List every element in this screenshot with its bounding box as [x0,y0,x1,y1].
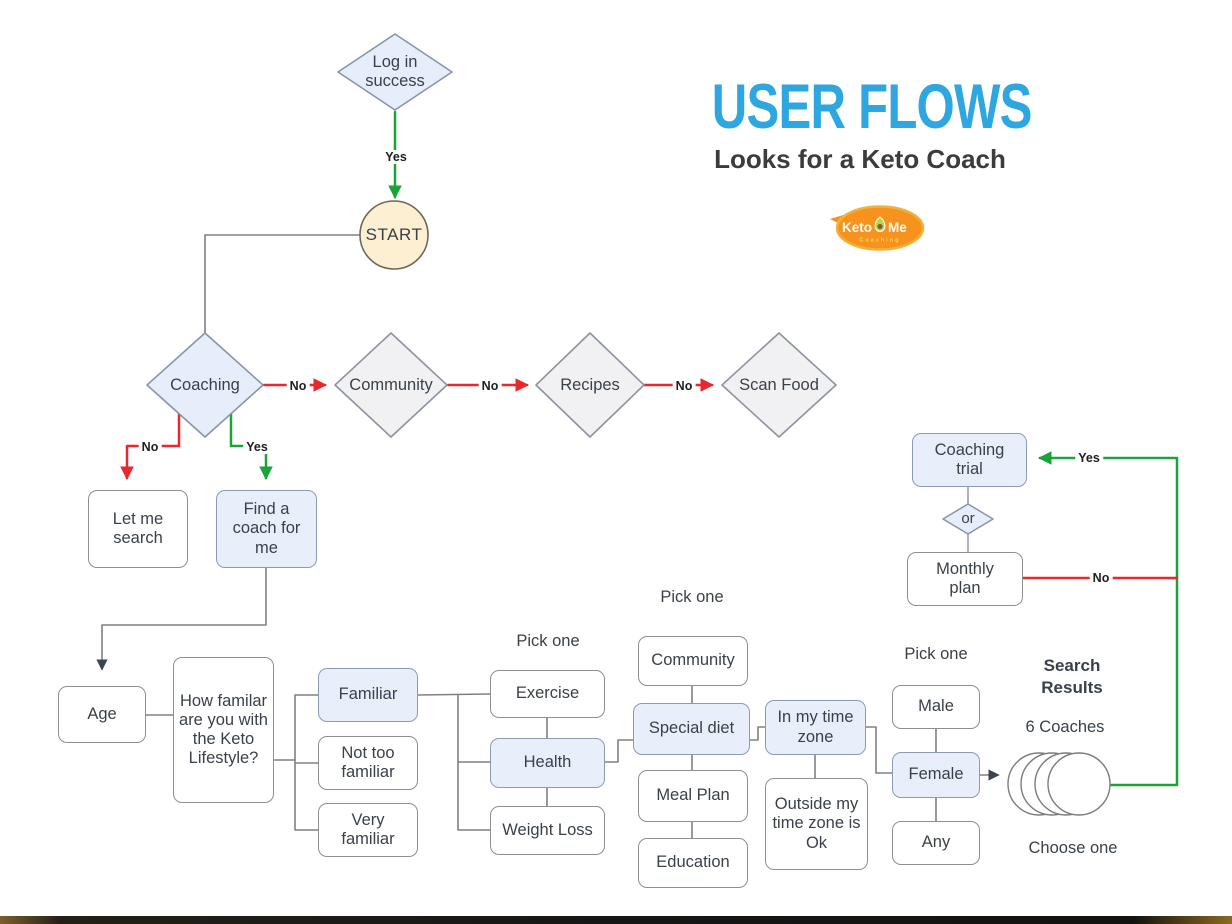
edge-label-no-3: No [672,379,696,393]
start-circle-shape [359,200,429,270]
node-familiar: Familiar [318,668,418,722]
node-very-familiar: Very familiar [318,803,418,857]
node-community-focus: Community [638,636,748,686]
node-in-time-zone: In my time zone [765,700,866,755]
ketome-logo: Keto Me Coaching [826,203,926,255]
choose-one-label: Choose one [1028,838,1118,857]
node-age: Age [58,686,146,743]
header: USER FLOWS Looks for a Keto Coach [670,74,1050,175]
coach-results-circles [1007,752,1111,816]
node-coaching-trial: Coaching trial [912,433,1027,487]
node-monthly-plan: Monthly plan [907,552,1023,606]
node-how-familiar: How familar are you with the Keto Lifest… [173,657,274,803]
bottom-edge-bar [0,916,1232,924]
login-diamond-shape [337,33,453,111]
ketome-logo-graphic: Keto Me Coaching [830,205,925,251]
coaching-diamond-shape [146,332,264,438]
pick-one-label-3: Pick one [904,644,968,663]
node-female: Female [892,752,980,798]
page-subtitle: Looks for a Keto Coach [714,144,1006,174]
node-weight-loss: Weight Loss [490,806,605,855]
edge-label-search-no: No [138,440,162,454]
node-health: Health [490,738,605,788]
pick-one-label-1: Pick one [516,631,580,650]
node-male: Male [892,685,980,729]
logo-word-right: Me [888,220,907,235]
logo-tagline: Coaching [859,238,900,244]
scan-food-diamond-shape [721,332,837,438]
community-diamond-shape [334,332,448,438]
node-outside-zone: Outside my time zone is Ok [765,778,868,870]
pick-one-label-2: Pick one [660,587,724,606]
node-meal-plan: Meal Plan [638,770,748,822]
edge-label-login-yes: Yes [382,150,410,164]
or-diamond-shape [942,503,994,535]
node-not-too-familiar: Not too familiar [318,736,418,790]
six-coaches-label: 6 Coaches [1025,717,1105,736]
edge-label-findcoach-yes: Yes [243,440,271,454]
node-education: Education [638,838,748,888]
page-title: USER FLOWS [711,72,1033,142]
edge-label-monthly-no: No [1089,571,1113,585]
gray-connectors [96,234,1000,839]
node-find-coach: Find a coach for me [216,490,317,568]
node-any: Any [892,821,980,865]
node-exercise: Exercise [490,670,605,718]
search-results-label: Search Results [1041,655,1103,697]
edge-label-no-1: No [286,379,310,393]
node-special-diet: Special diet [633,703,750,755]
edge-label-no-2: No [478,379,502,393]
logo-word-left: Keto [842,220,872,235]
recipes-diamond-shape [535,332,645,438]
edge-label-trial-yes: Yes [1075,451,1103,465]
avocado-icon [874,216,886,232]
node-let-me-search: Let me search [88,490,188,568]
